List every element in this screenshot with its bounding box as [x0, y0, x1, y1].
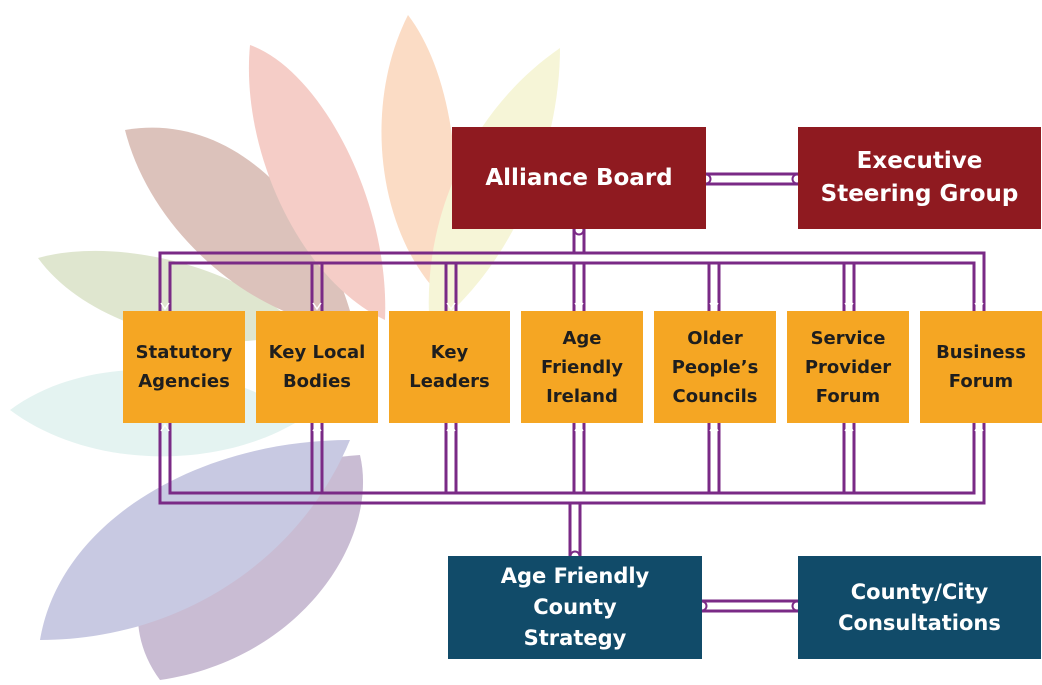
arrow-up-2	[312, 423, 322, 432]
member-older-peoples-councils: Older People’s Councils	[654, 311, 776, 423]
alliance-board-box: Alliance Board	[452, 127, 706, 229]
member-service-provider-forum: Service Provider Forum	[787, 311, 909, 423]
member-key-leaders: Key Leaders	[389, 311, 510, 423]
member-business-forum: Business Forum	[920, 311, 1042, 423]
top-rail-line-2	[168, 261, 976, 311]
arrow-up-6	[844, 423, 854, 432]
petal-lavender	[40, 440, 350, 640]
arrow-down-5	[709, 302, 719, 311]
executive-steering-group-box: Executive Steering Group	[798, 127, 1041, 229]
bottom-rail-line-1	[158, 423, 986, 505]
petal-peach	[381, 15, 456, 300]
arrow-up-3	[446, 423, 456, 432]
arrow-down-2	[312, 302, 322, 311]
arrow-down-1	[160, 302, 170, 311]
arrow-down-7	[974, 302, 984, 311]
petal-pink	[248, 45, 386, 320]
arrow-down-3	[446, 302, 456, 311]
member-age-friendly-ireland: Age Friendly Ireland	[521, 311, 643, 423]
arrow-up-1	[160, 423, 170, 432]
arrow-up-4	[574, 423, 584, 432]
arrow-up-5	[709, 423, 719, 432]
petal-brown	[125, 127, 355, 331]
arrow-down-4	[574, 302, 584, 311]
bottom-rail-line-2	[168, 423, 976, 495]
age-friendly-county-strategy-box: Age Friendly County Strategy	[448, 556, 702, 659]
county-city-consultations-box: County/City Consultations	[798, 556, 1041, 659]
member-statutory-agencies: Statutory Agencies	[123, 311, 245, 423]
member-key-local-bodies: Key Local Bodies	[256, 311, 378, 423]
arrow-up-7	[974, 423, 984, 432]
top-rail-line-1	[158, 251, 986, 311]
arrow-down-6	[844, 302, 854, 311]
